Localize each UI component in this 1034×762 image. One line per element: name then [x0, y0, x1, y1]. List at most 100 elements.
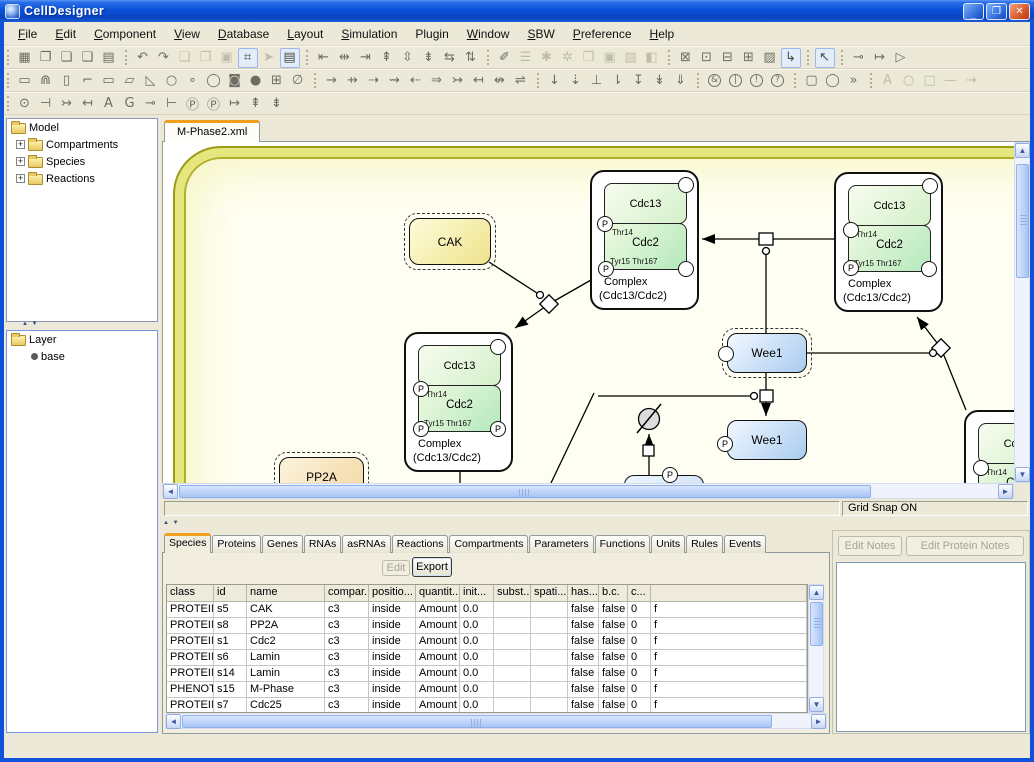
phospho-circle[interactable]: P [413, 381, 429, 397]
distribute-h-icon[interactable]: ⇆ [444, 50, 455, 65]
align-right-icon[interactable]: ⇥ [360, 50, 371, 65]
and-gate-icon[interactable]: & [705, 71, 725, 91]
maximize-button[interactable]: ❐ [986, 3, 1007, 20]
table-hscrollbar[interactable]: ◄ ► [165, 713, 827, 729]
tab-proteins[interactable]: Proteins [212, 535, 261, 553]
scroll-down-icon[interactable]: ▼ [1015, 467, 1030, 482]
add-association-icon[interactable]: ↣ [61, 96, 72, 111]
compartment-oval-icon[interactable]: ◯ [825, 73, 840, 88]
send-to-back-icon[interactable]: ⇟ [271, 96, 282, 111]
column-header-quantit...[interactable]: quantit... [416, 585, 460, 602]
orthogonal-route-icon[interactable]: ↳ [780, 47, 801, 68]
translation-icon[interactable]: ⇠ [410, 73, 421, 88]
column-header-init...[interactable]: init... [460, 585, 494, 602]
tree-item-reactions[interactable]: +Reactions [7, 170, 157, 187]
add-catalysis-icon[interactable]: ⊙ [19, 96, 30, 111]
menu-file[interactable]: File [18, 26, 38, 41]
add-inhibition-icon[interactable]: ⊣ [39, 96, 52, 111]
unknown-inhibition-icon[interactable]: ⇂ [612, 73, 623, 88]
catalysis-icon[interactable]: ↓ [549, 73, 560, 88]
import-model-icon[interactable]: ❏ [60, 50, 73, 65]
zoom-area-icon[interactable]: ⊡ [701, 50, 712, 65]
select-pointer-icon[interactable]: ↖ [814, 47, 835, 68]
arrow-annotation-icon[interactable]: → [966, 73, 977, 88]
bottom-splitter[interactable]: ▲ ▼ [163, 520, 180, 526]
species-unknown-icon[interactable]: ● [249, 73, 262, 88]
tab-units[interactable]: Units [651, 535, 686, 553]
add-modifier-shape-icon[interactable]: ▷ [895, 50, 906, 65]
add-activation-icon[interactable]: A [104, 96, 113, 111]
reaction-layer[interactable] [163, 142, 1014, 483]
add-dissociation-icon[interactable]: ↤ [82, 96, 93, 111]
table-row[interactable]: PROTEINs7Cdc25c3insideAmount0.0falsefals… [167, 698, 807, 712]
add-gene-arrow-icon[interactable]: G [124, 96, 135, 111]
state-circle[interactable] [490, 339, 506, 355]
canvas-hscrollbar[interactable]: ◄ ► [162, 483, 1014, 499]
modulation-icon[interactable]: ↡ [654, 73, 665, 88]
column-header-subst...[interactable]: subst... [494, 585, 531, 602]
transport-icon[interactable]: ⇒ [431, 73, 442, 88]
auto-layout-2-icon[interactable]: ✲ [562, 50, 573, 65]
tab-asrnas[interactable]: asRNAs [342, 535, 391, 553]
node-wee1-active[interactable]: Wee1 [718, 328, 812, 378]
state-circle[interactable] [843, 222, 859, 238]
window-clone-icon[interactable]: ▣ [603, 50, 616, 65]
grid-visible-icon[interactable]: ➤ [263, 50, 274, 65]
phospho-circle[interactable]: P [598, 261, 614, 277]
column-header-class[interactable]: class [167, 585, 214, 602]
column-header-compar...[interactable]: compar... [325, 585, 369, 602]
phospho-circle[interactable]: P [717, 436, 733, 452]
tab-rules[interactable]: Rules [686, 535, 723, 553]
phospho-circle[interactable]: P [597, 216, 613, 232]
column-header-c...[interactable]: c... [628, 585, 651, 602]
tab-compartments[interactable]: Compartments [449, 535, 529, 553]
menu-database[interactable]: Database [217, 26, 270, 41]
phospho-circle[interactable]: P [662, 467, 678, 483]
tree-splitter[interactable]: ▲ ▼ [22, 321, 39, 327]
expand-icon[interactable]: + [16, 139, 25, 149]
state-circle[interactable] [922, 178, 938, 194]
tree-item-model[interactable]: Model [7, 119, 157, 136]
node-pp2a[interactable]: PP2A [274, 452, 369, 483]
add-phosphorylation-icon[interactable]: Ⓟ [185, 98, 199, 113]
paste-icon[interactable]: ▣ [220, 50, 233, 65]
species-truncated-protein-icon[interactable]: ⌐ [82, 73, 93, 88]
column-header-has...[interactable]: has... [568, 585, 599, 602]
state-transition-icon[interactable]: → [326, 73, 337, 88]
protein-cdc13[interactable]: Cdc13 [604, 183, 687, 224]
column-header-spati...[interactable]: spati... [531, 585, 568, 602]
canvas-vscroll-thumb[interactable] [1016, 164, 1029, 278]
add-reactant-link-icon[interactable]: ⊸ [853, 50, 864, 65]
state-circle[interactable] [718, 346, 734, 362]
zoom-out-icon[interactable]: ⊟ [722, 50, 733, 65]
column-header-extra[interactable] [651, 585, 807, 602]
canvas-hscroll-thumb[interactable] [179, 485, 871, 498]
unknown-gate-icon[interactable]: ? [768, 71, 788, 91]
not-gate-icon[interactable]: ! [747, 71, 767, 91]
unknown-transition-icon[interactable]: ⇢ [368, 73, 379, 88]
menu-edit[interactable]: Edit [55, 26, 77, 41]
edit-protein-notes-button[interactable]: Edit Protein Notes [906, 536, 1024, 556]
tab-genes[interactable]: Genes [261, 535, 303, 553]
unknown-catalysis-icon[interactable]: ⇣ [570, 73, 581, 88]
column-header-b.c.[interactable]: b.c. [599, 585, 628, 602]
distribute-v-icon[interactable]: ⇅ [465, 50, 476, 65]
node-phenotype-partial[interactable]: P [624, 467, 704, 483]
table-vscrollbar[interactable]: ▲ ▼ [808, 584, 824, 713]
table-hscroll-thumb[interactable] [182, 715, 772, 728]
anchor-product-icon[interactable]: ⊢ [165, 96, 178, 111]
export-button[interactable]: Export [412, 557, 452, 577]
component-view-icon[interactable]: ▦ [18, 50, 31, 65]
notes-area[interactable] [836, 562, 1026, 732]
node-cak[interactable]: CAK [404, 213, 496, 270]
zoom-fit-icon[interactable]: ⊠ [680, 50, 691, 65]
state-circle[interactable] [678, 261, 694, 277]
heterodimer-association-icon[interactable]: ↣ [452, 73, 463, 88]
menu-window[interactable]: Window [466, 26, 510, 41]
